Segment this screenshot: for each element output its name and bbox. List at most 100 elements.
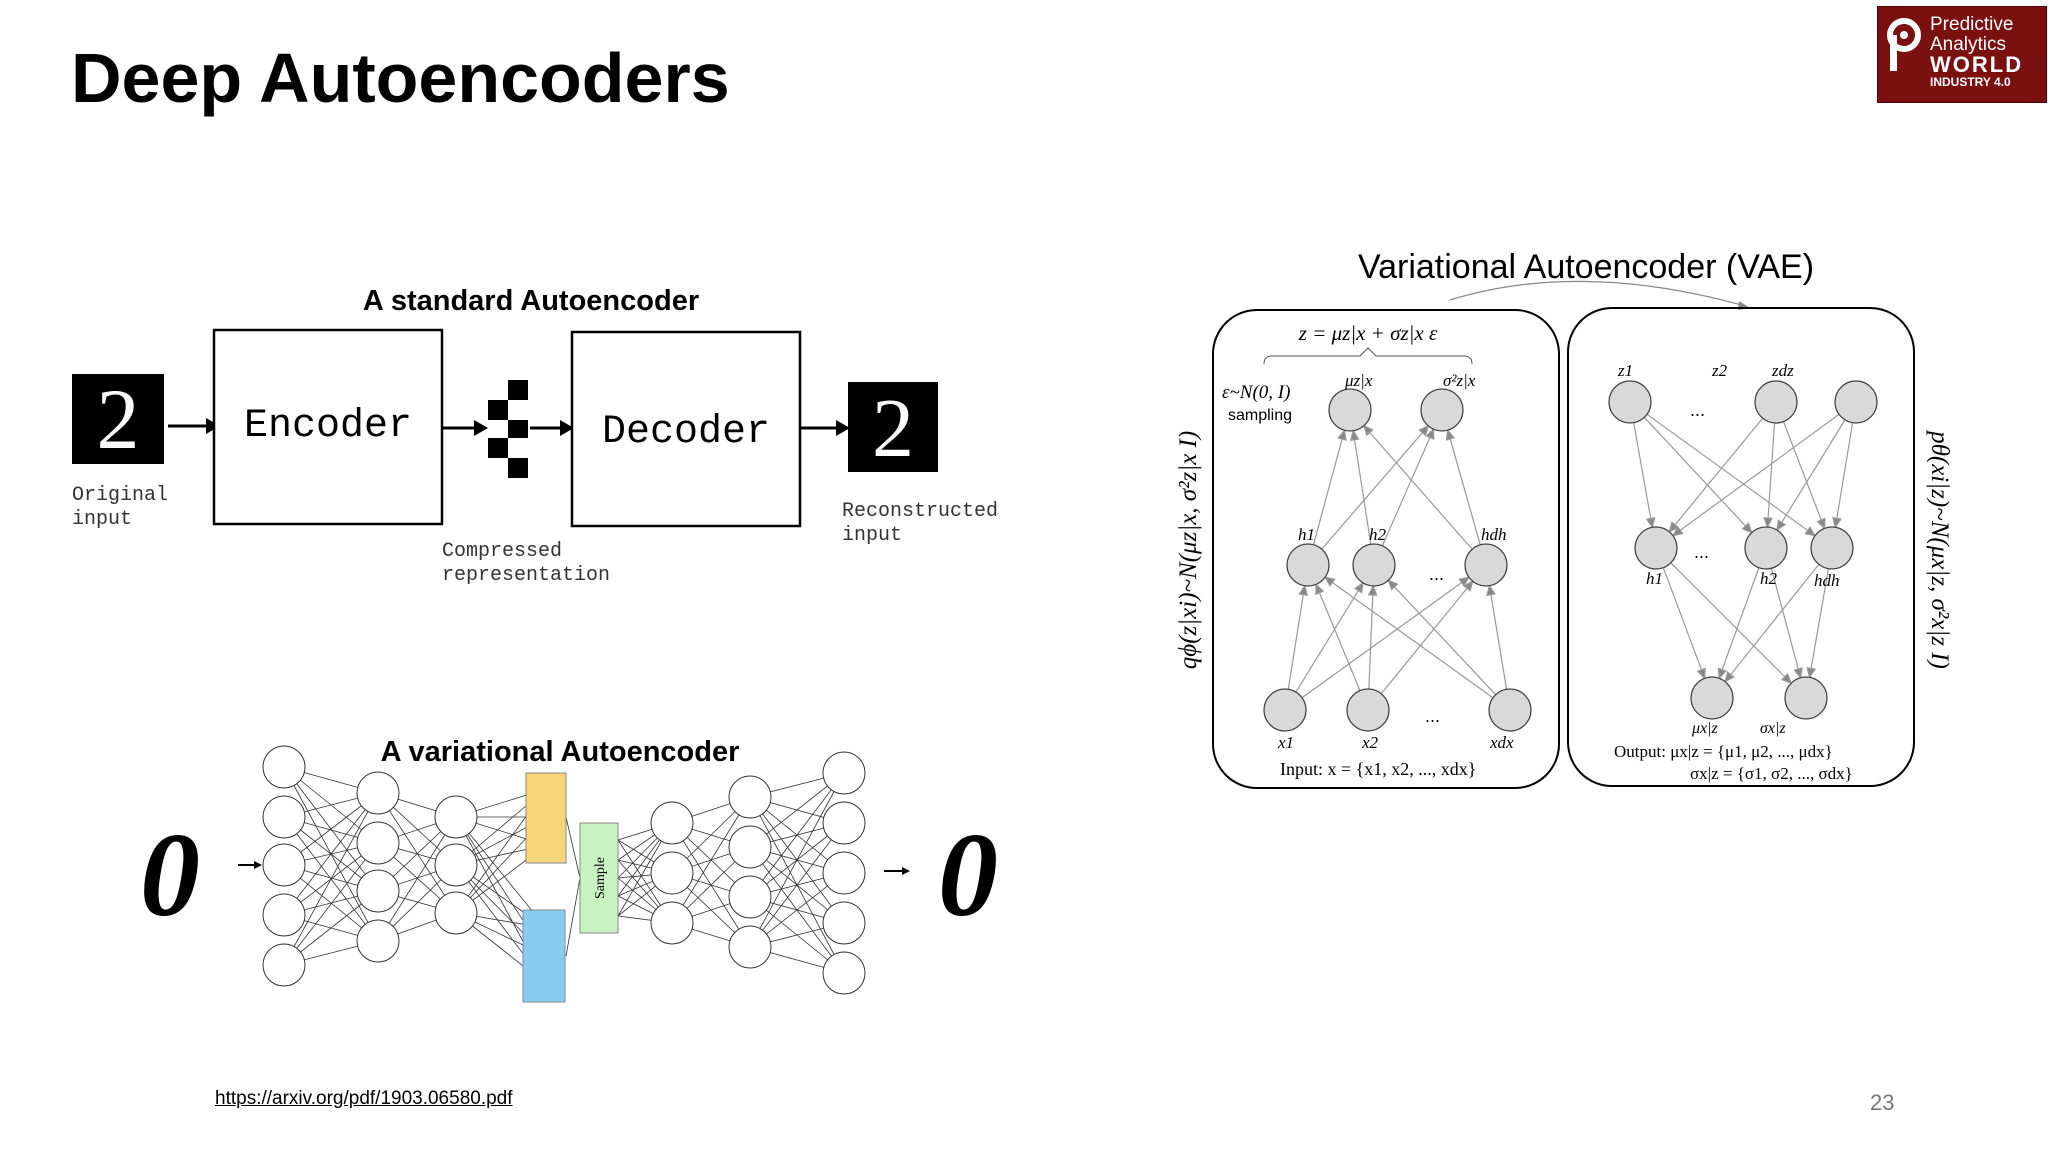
network-edge (565, 816, 581, 879)
decoder-hidden-ellipsis: ... (1694, 542, 1709, 562)
diagram-edge (1312, 430, 1346, 545)
sampling-label: sampling (1228, 407, 1292, 424)
diagram-node (1810, 526, 1854, 570)
diagram-arrow-head (1645, 517, 1656, 529)
diagram-arrow-head (1816, 517, 1826, 530)
network-node (356, 771, 400, 815)
standard-ae-heading: A standard Autoencoder (363, 285, 699, 317)
diagram-edge (1387, 579, 1497, 696)
mu-zx-label: μz|x (1344, 371, 1373, 390)
diagram-edge (1301, 576, 1470, 699)
input-set-label: Input: x = {x1, x2, ..., xdx} (1280, 759, 1476, 779)
diagram-edge (1724, 564, 1820, 682)
diagram-node (1346, 688, 1390, 732)
diagram-arrow-head (1349, 429, 1360, 441)
zdz-label: zdz (1771, 361, 1794, 380)
network-edge (377, 792, 457, 914)
network-node (650, 851, 694, 895)
diagram-edge (1668, 417, 1764, 533)
vae-output-digit: 0 (938, 808, 998, 941)
diagram-edge (1808, 568, 1830, 678)
network-edge (377, 816, 457, 942)
diagram-edge (1287, 585, 1306, 690)
encoder-box (212, 328, 444, 526)
network-edge (749, 822, 845, 948)
network-node (822, 851, 866, 895)
diagram-arrow-head (1776, 519, 1787, 532)
diagram-node (1464, 543, 1508, 587)
arrow-3-head (560, 420, 574, 436)
network-node (728, 925, 772, 969)
diagram-arrow-head (1298, 584, 1309, 596)
vae-output-arrow-head (902, 867, 910, 875)
slide-title: Deep Autoencoders (71, 39, 730, 117)
mu-block (522, 909, 566, 1003)
code-caption-2: representation (442, 564, 610, 587)
dec-h2-label: h2 (1760, 569, 1778, 588)
diagram-node (1784, 676, 1828, 720)
logo-line-2: Analytics (1930, 34, 2007, 55)
diagram-node (1754, 380, 1798, 424)
output-digit: 2 (872, 382, 914, 475)
diagram-arrow-head (1362, 424, 1374, 437)
sigma-xz-label: σx|z (1760, 720, 1786, 737)
input-digit: 2 (97, 371, 140, 467)
encoder-label: Encoder (244, 404, 412, 449)
logo-line-4: INDUSTRY 4.0 (1930, 75, 2011, 89)
network-node (822, 901, 866, 945)
network-node (434, 843, 478, 887)
diagram-arrow-head (1741, 522, 1753, 534)
diagram-edge (1352, 430, 1372, 545)
network-node (650, 801, 694, 845)
encoder-panel (1212, 309, 1560, 789)
reconstructed-input-image (848, 382, 938, 472)
output-caption-1: Reconstructed (842, 500, 998, 523)
diagram-arrow-head (1458, 576, 1471, 587)
diagram-edge (1324, 576, 1494, 699)
input-caption-1: Original (72, 484, 168, 507)
sigma-block (525, 772, 567, 864)
diagram-node (1286, 543, 1330, 587)
diagram-edge (1766, 422, 1776, 528)
diagram-edge (1381, 428, 1435, 547)
x2-label: x2 (1361, 733, 1379, 752)
vae-probabilistic-diagram: Variational Autoencoder (VAE) z = μz|x +… (1175, 248, 1953, 789)
source-link[interactable]: https://arxiv.org/pdf/1903.06580.pdf (215, 1088, 513, 1109)
hdh-label: hdh (1481, 525, 1507, 544)
logo-line-3: WORLD (1930, 52, 2024, 77)
network-node (356, 821, 400, 865)
output-caption-2: input (842, 524, 902, 547)
diagram-arrow-head (1486, 584, 1496, 596)
diagram-node (1420, 388, 1464, 432)
diagram-arrow-head (1323, 576, 1336, 587)
network-edge (565, 877, 581, 957)
arrow-4-head (836, 420, 850, 436)
diagram-edge (1380, 580, 1474, 695)
input-caption-2: input (72, 508, 132, 531)
network-node (434, 795, 478, 839)
network-node (822, 801, 866, 845)
decoder-label: Decoder (602, 410, 770, 455)
network-edge (749, 772, 845, 948)
vae-input-arrow-head (254, 861, 262, 869)
diagram-arrow-head (1763, 517, 1774, 529)
xdx-label: xdx (1489, 733, 1514, 752)
diagram-edge (1643, 416, 1753, 534)
h2-label: h2 (1369, 525, 1387, 544)
diagram-node (1263, 688, 1307, 732)
diagram-edge (1782, 421, 1826, 529)
diagram-arrow-head (1724, 671, 1735, 683)
page-number: 23 (1870, 1090, 1895, 1115)
diagram-arrow-head (1387, 579, 1399, 591)
diagram-edge (1662, 567, 1706, 679)
diagram-arrow-head (1832, 517, 1842, 529)
diagram-arrow-head (1696, 667, 1706, 680)
diagram-node (1834, 380, 1878, 424)
diagram-node (1634, 526, 1678, 570)
logo-mark-icon (1887, 18, 1921, 71)
diagram-arrow-head (1806, 667, 1817, 679)
sigma2-zx-label: σ²z|x (1443, 371, 1476, 390)
diagram-edge (1368, 585, 1374, 690)
dec-h1-label: h1 (1646, 569, 1663, 588)
logo-line-1: Predictive (1930, 14, 2014, 35)
